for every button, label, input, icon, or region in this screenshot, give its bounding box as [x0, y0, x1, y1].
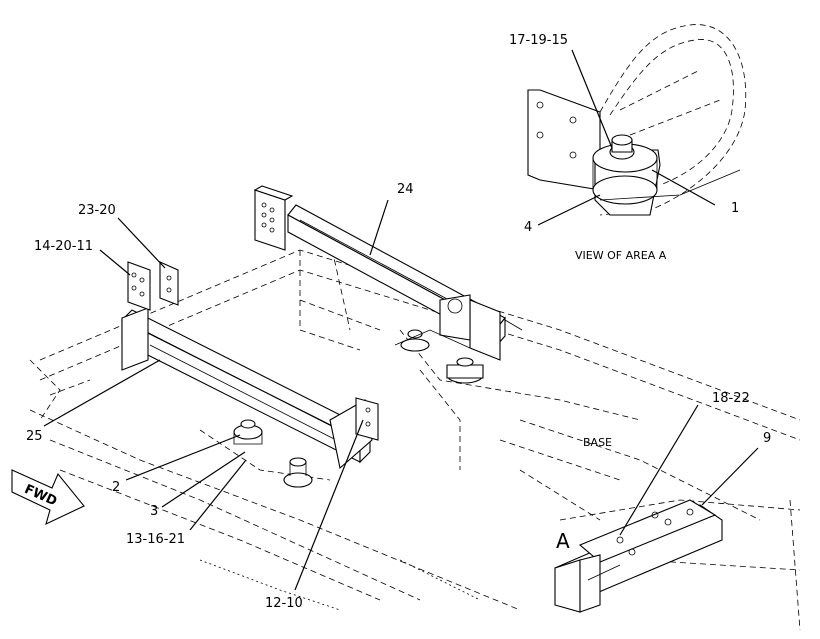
label-25: 25	[26, 429, 43, 444]
forward-arrow	[11, 469, 85, 526]
label-13-16-21: 13-16-21	[126, 532, 185, 547]
label-2: 2	[112, 480, 120, 495]
label-17-19-15: 17-19-15	[509, 33, 568, 48]
leader-lines	[43, 49, 759, 591]
label-9: 9	[763, 431, 771, 446]
base-frame-outline	[29, 239, 801, 631]
base-label: BASE	[583, 436, 612, 449]
label-1: 1	[731, 201, 739, 216]
label-12-10: 12-10	[265, 596, 303, 611]
label-14-20-11: 14-20-11	[34, 239, 93, 254]
label-3: 3	[150, 504, 158, 519]
view-caption: VIEW OF AREA A	[575, 249, 667, 262]
area-a-marker: A	[556, 529, 570, 553]
lower-crossmember	[121, 261, 379, 488]
label-24: 24	[397, 182, 414, 197]
upper-crossmember	[253, 185, 523, 384]
base-bracket	[554, 499, 723, 613]
label-18-22: 18-22	[712, 391, 750, 406]
label-23-20: 23-20	[78, 203, 116, 218]
area-a-detail	[527, 24, 747, 216]
label-4: 4	[524, 220, 532, 235]
